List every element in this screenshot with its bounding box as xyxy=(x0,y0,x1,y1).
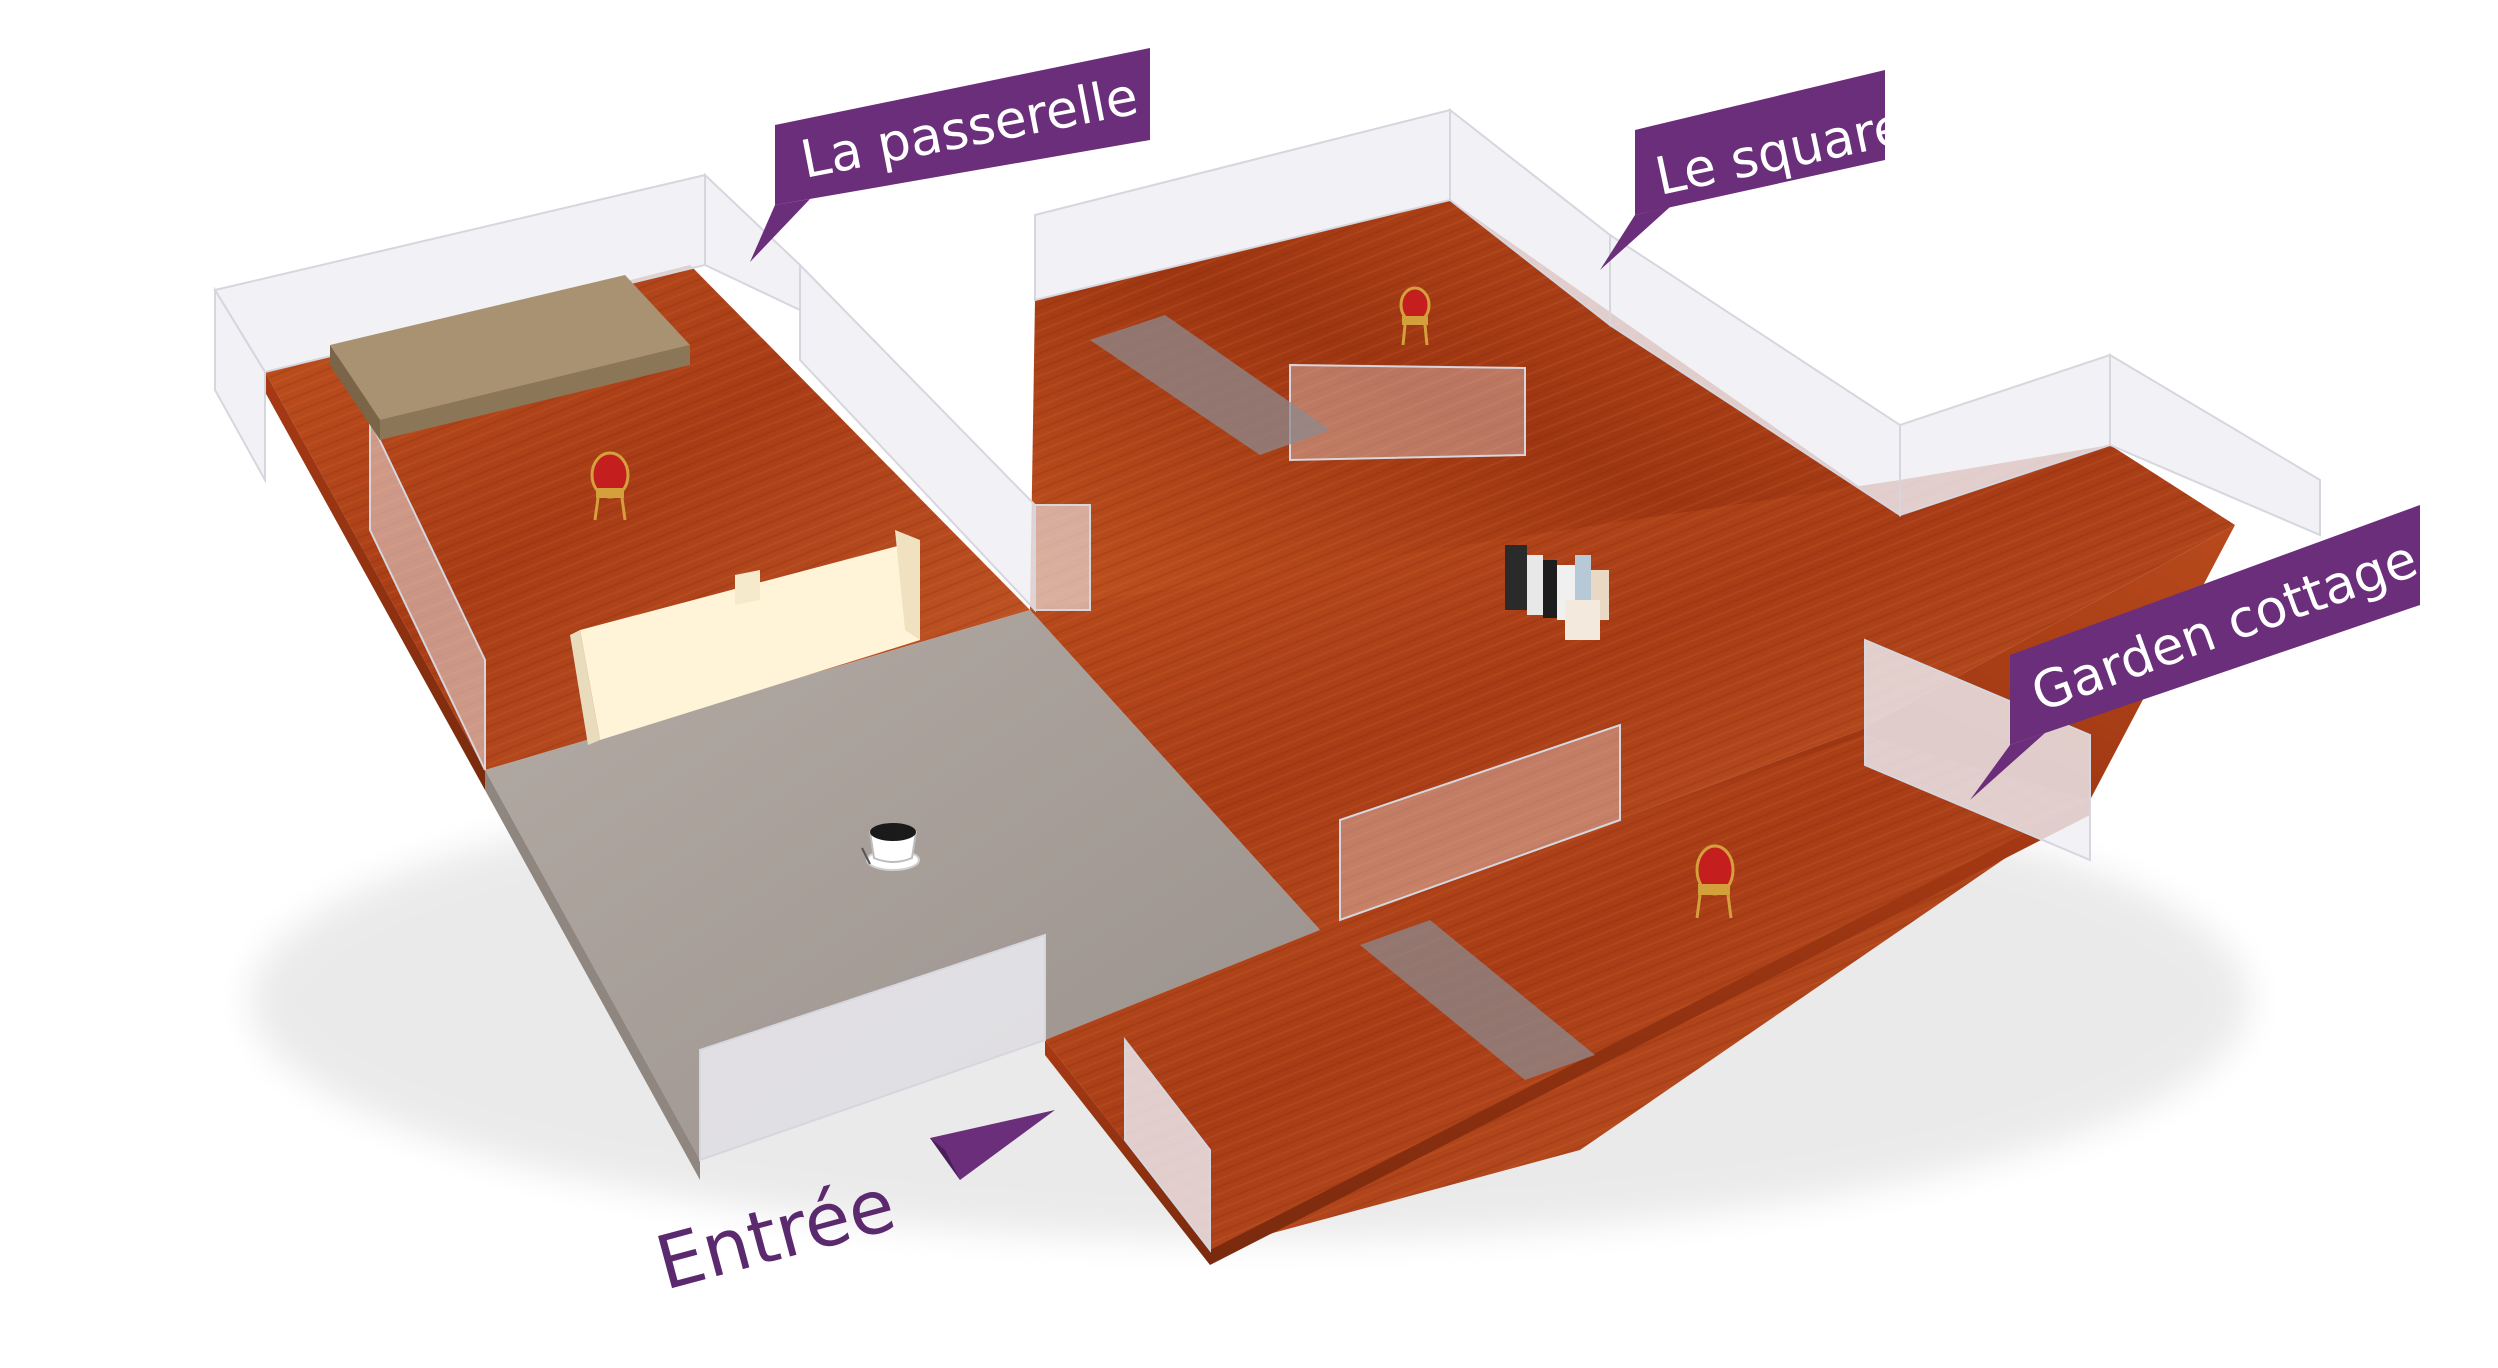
cushion-icon xyxy=(330,275,690,440)
chair-icon[interactable] xyxy=(1399,286,1431,346)
chair-icon[interactable] xyxy=(590,451,630,521)
books-icon[interactable] xyxy=(1505,545,1609,640)
chair-icon[interactable] xyxy=(1695,844,1735,919)
room-le-square[interactable] xyxy=(1030,200,1900,610)
coffee-cup-icon[interactable] xyxy=(861,823,920,871)
counter-icon[interactable] xyxy=(570,530,920,745)
room-central-hall[interactable] xyxy=(1030,445,2235,930)
room-cafe-area[interactable] xyxy=(485,610,1320,1180)
walls xyxy=(213,107,2321,1253)
label-le-square[interactable]: Le square xyxy=(1600,70,1911,270)
grey-ramps xyxy=(1090,315,1595,1080)
